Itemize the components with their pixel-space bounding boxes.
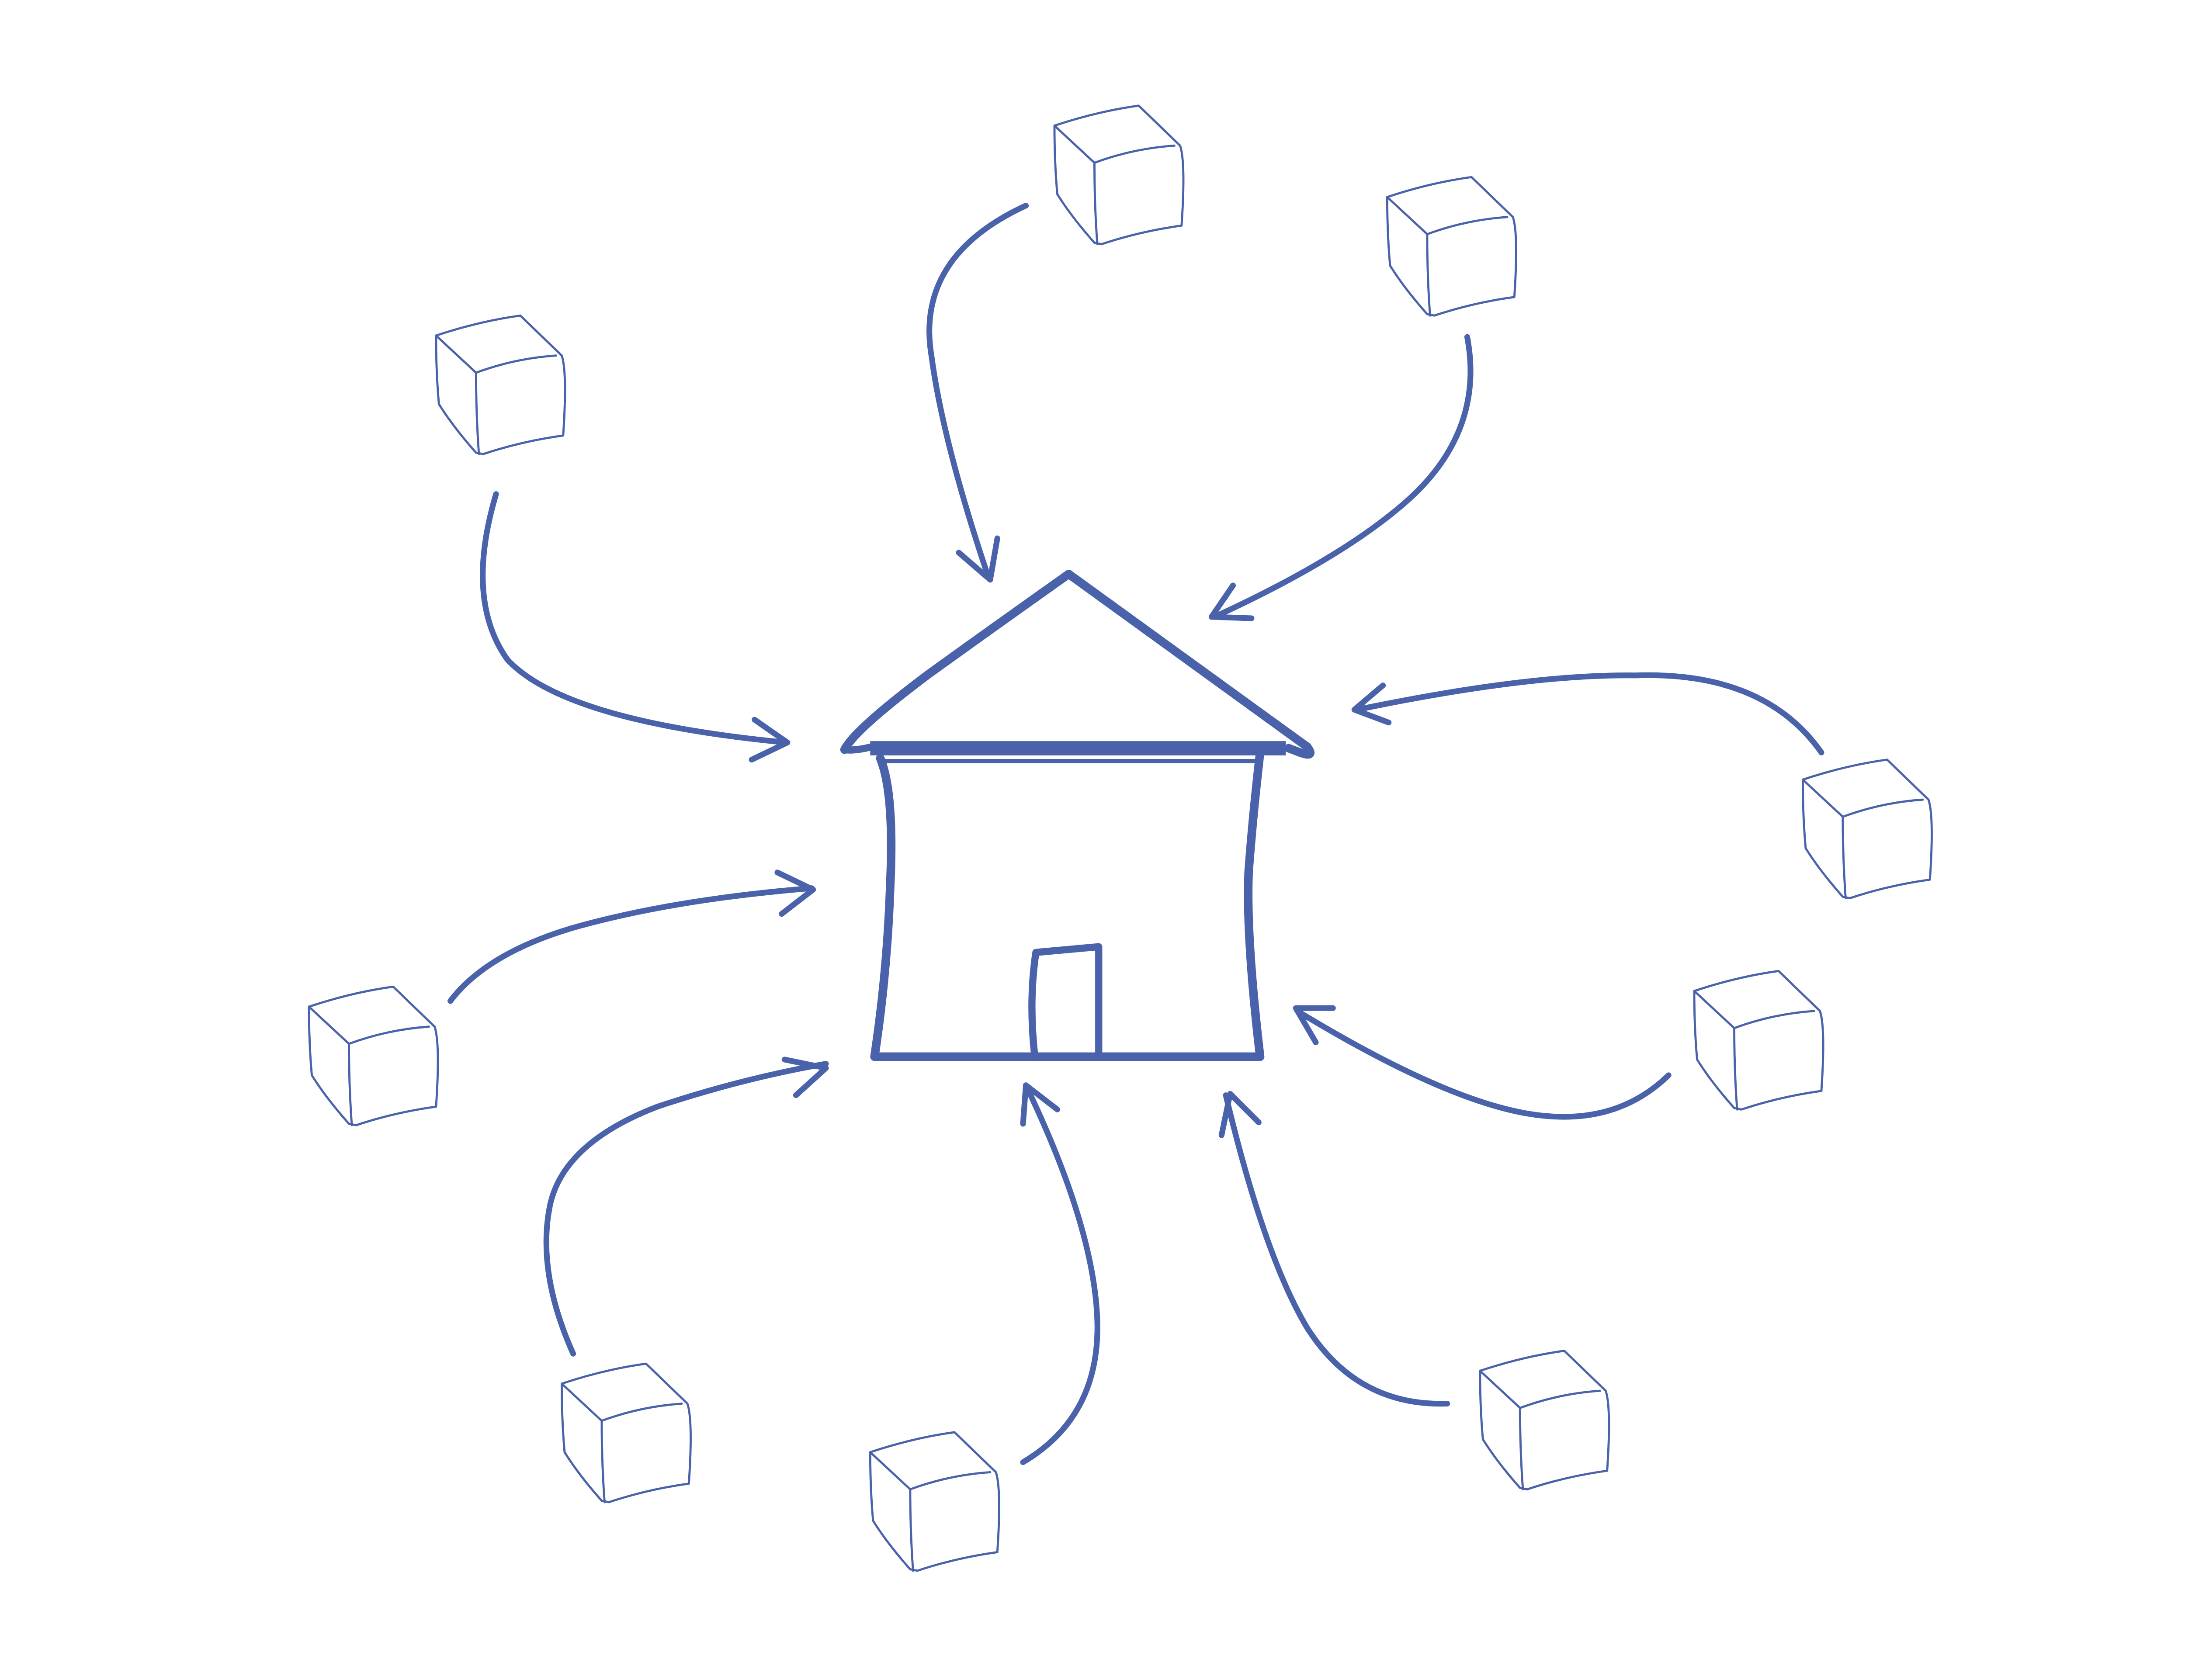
box-outline [869, 1431, 1000, 1572]
house-icon [840, 569, 1314, 1061]
arrow-4 [1351, 672, 1824, 755]
box-edge-front [475, 371, 480, 455]
box-icon [869, 1431, 1000, 1572]
box-edge-top-left [1693, 990, 1735, 1029]
arrow-shaft [926, 203, 1029, 582]
box-edge-top-right [1842, 798, 1924, 818]
roof-eave-left [841, 743, 875, 754]
box-edge-front [1733, 1027, 1738, 1111]
arrow-6 [447, 869, 816, 1004]
box-edge-top-right [475, 354, 557, 374]
arrow-shaft [1211, 334, 1474, 620]
arrowhead-icon [1351, 682, 1392, 726]
arrow-5 [1293, 1005, 1672, 1120]
arrow-shaft [1354, 672, 1824, 755]
arrowhead-icon [1208, 582, 1255, 621]
box-edge-front [909, 1488, 914, 1572]
box-edge-front [1519, 1406, 1524, 1491]
arrowhead-icon [956, 535, 1000, 583]
arrow-shaft [1223, 1092, 1450, 1407]
box-edge-top-right [1519, 1389, 1601, 1409]
arrow-shaft [447, 885, 815, 1004]
box-edge-top-right [348, 1025, 430, 1045]
box-icon [1479, 1350, 1610, 1491]
arrow-7 [1218, 1091, 1450, 1407]
box-edge-top-left [308, 1005, 350, 1045]
box-edge-front [1426, 233, 1431, 317]
arrow-1 [926, 203, 1029, 583]
boxes-layer [308, 104, 1933, 1572]
box-edge-top-right [1093, 144, 1176, 164]
arrow-shaft [1294, 1008, 1672, 1120]
box-outline [435, 314, 566, 455]
arrow-shaft [543, 1061, 829, 1357]
box-icon [435, 314, 566, 455]
arrowhead-icon [1293, 1005, 1336, 1046]
box-edge-top-right [1733, 1010, 1816, 1029]
box-outline [308, 985, 439, 1126]
arrow-9 [1020, 1082, 1100, 1465]
box-icon [1801, 759, 1933, 900]
arrowhead-icon [781, 1056, 829, 1098]
box-edge-front [600, 1420, 606, 1503]
box-edge-front [1842, 815, 1847, 900]
box-outline [1479, 1350, 1610, 1491]
box-edge-front [1093, 162, 1099, 246]
arrow-shaft [480, 491, 789, 745]
box-outline [1801, 759, 1933, 900]
box-outline [1053, 104, 1185, 246]
arrowhead-icon [749, 717, 791, 763]
box-edge-top-left [435, 334, 477, 374]
arrowhead-icon [1020, 1082, 1061, 1127]
box-edge-top-left [560, 1382, 603, 1422]
box-outline [1386, 176, 1517, 317]
box-icon [1693, 970, 1824, 1111]
box-edge-top-right [600, 1403, 683, 1422]
box-edge-top-right [909, 1471, 992, 1491]
box-outline [1693, 970, 1824, 1111]
arrowhead-icon [1218, 1091, 1262, 1138]
box-icon [560, 1362, 692, 1503]
house-roof [840, 569, 1314, 759]
arrow-shaft [1020, 1082, 1100, 1465]
box-icon [1053, 104, 1185, 246]
box-edge-top-left [1386, 196, 1429, 236]
house-door [1028, 943, 1103, 1058]
arrow-2 [1208, 334, 1474, 621]
box-edge-front [348, 1043, 353, 1126]
box-outline [560, 1362, 692, 1503]
house-walls [870, 748, 1265, 1061]
box-edge-top-left [1479, 1369, 1521, 1409]
box-icon [308, 985, 439, 1126]
box-edge-top-left [869, 1451, 912, 1491]
box-edge-top-right [1426, 216, 1509, 236]
box-edge-top-left [1801, 778, 1844, 818]
arrow-3 [480, 491, 791, 763]
box-icon [1386, 176, 1517, 317]
arrows-layer [447, 203, 1824, 1465]
box-edge-top-left [1053, 125, 1096, 164]
arrow-8 [543, 1056, 829, 1357]
arrowhead-icon [774, 869, 816, 917]
